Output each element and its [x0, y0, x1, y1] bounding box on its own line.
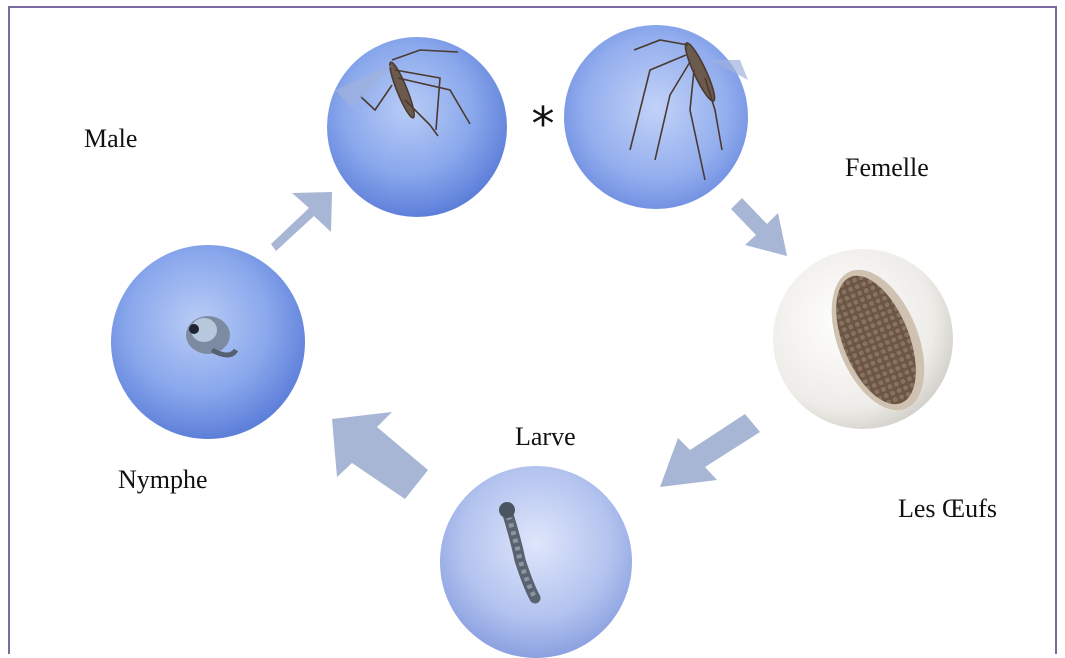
- arrow-female-to-eggs: [731, 198, 787, 256]
- cross-symbol: *: [532, 97, 555, 151]
- larva-photo: [440, 466, 632, 658]
- arrow-larva-to-pupa: [332, 412, 428, 499]
- pupa-photo: [111, 245, 305, 439]
- label-larve: Larve: [515, 422, 576, 452]
- label-male: Male: [84, 124, 137, 154]
- male-mosquito-photo: [327, 37, 507, 217]
- label-femelle: Femelle: [845, 153, 929, 183]
- arrow-pupa-to-male: [271, 192, 332, 251]
- label-nymphe: Nymphe: [118, 465, 208, 495]
- arrow-eggs-to-larva: [660, 414, 760, 487]
- female-mosquito-photo: [564, 25, 748, 209]
- eggs-photo: [773, 249, 953, 429]
- label-oeufs: Les Œufs: [898, 494, 997, 524]
